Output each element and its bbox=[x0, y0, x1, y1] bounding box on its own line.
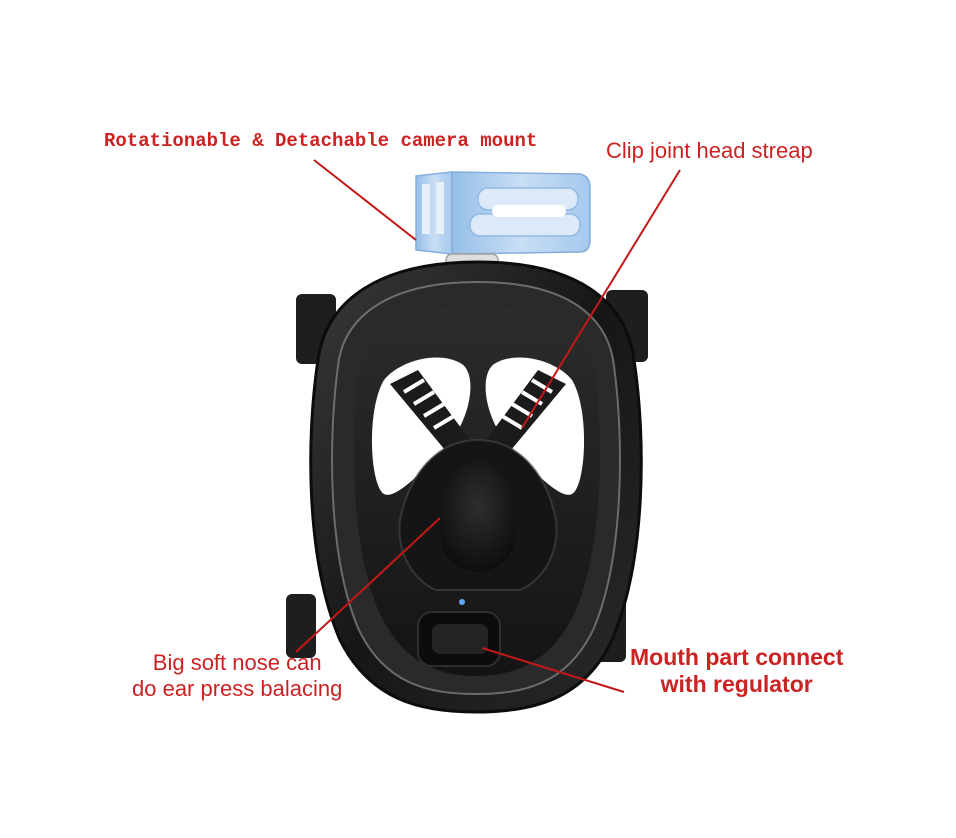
mouth-port bbox=[417, 611, 501, 667]
valve-indicator bbox=[459, 599, 465, 605]
head-strap-label: Clip joint head streap bbox=[606, 138, 813, 163]
nose-pocket bbox=[439, 462, 517, 572]
head-straps bbox=[390, 370, 566, 456]
mouth-label: Mouth part connect with regulator bbox=[630, 644, 843, 698]
camera-mount-label: Rotationable & Detachable camera mount bbox=[104, 130, 538, 152]
nose-label-line1: Big soft nose can bbox=[152, 650, 322, 675]
leader-lines bbox=[295, 159, 681, 693]
mouth-label-line1: Mouth part connect bbox=[630, 644, 844, 670]
nose-label: Big soft nose can do ear press balacing bbox=[132, 650, 342, 702]
nose-label-line2: do ear press balacing bbox=[132, 676, 343, 701]
mouth-label-line2: with regulator bbox=[660, 671, 813, 697]
